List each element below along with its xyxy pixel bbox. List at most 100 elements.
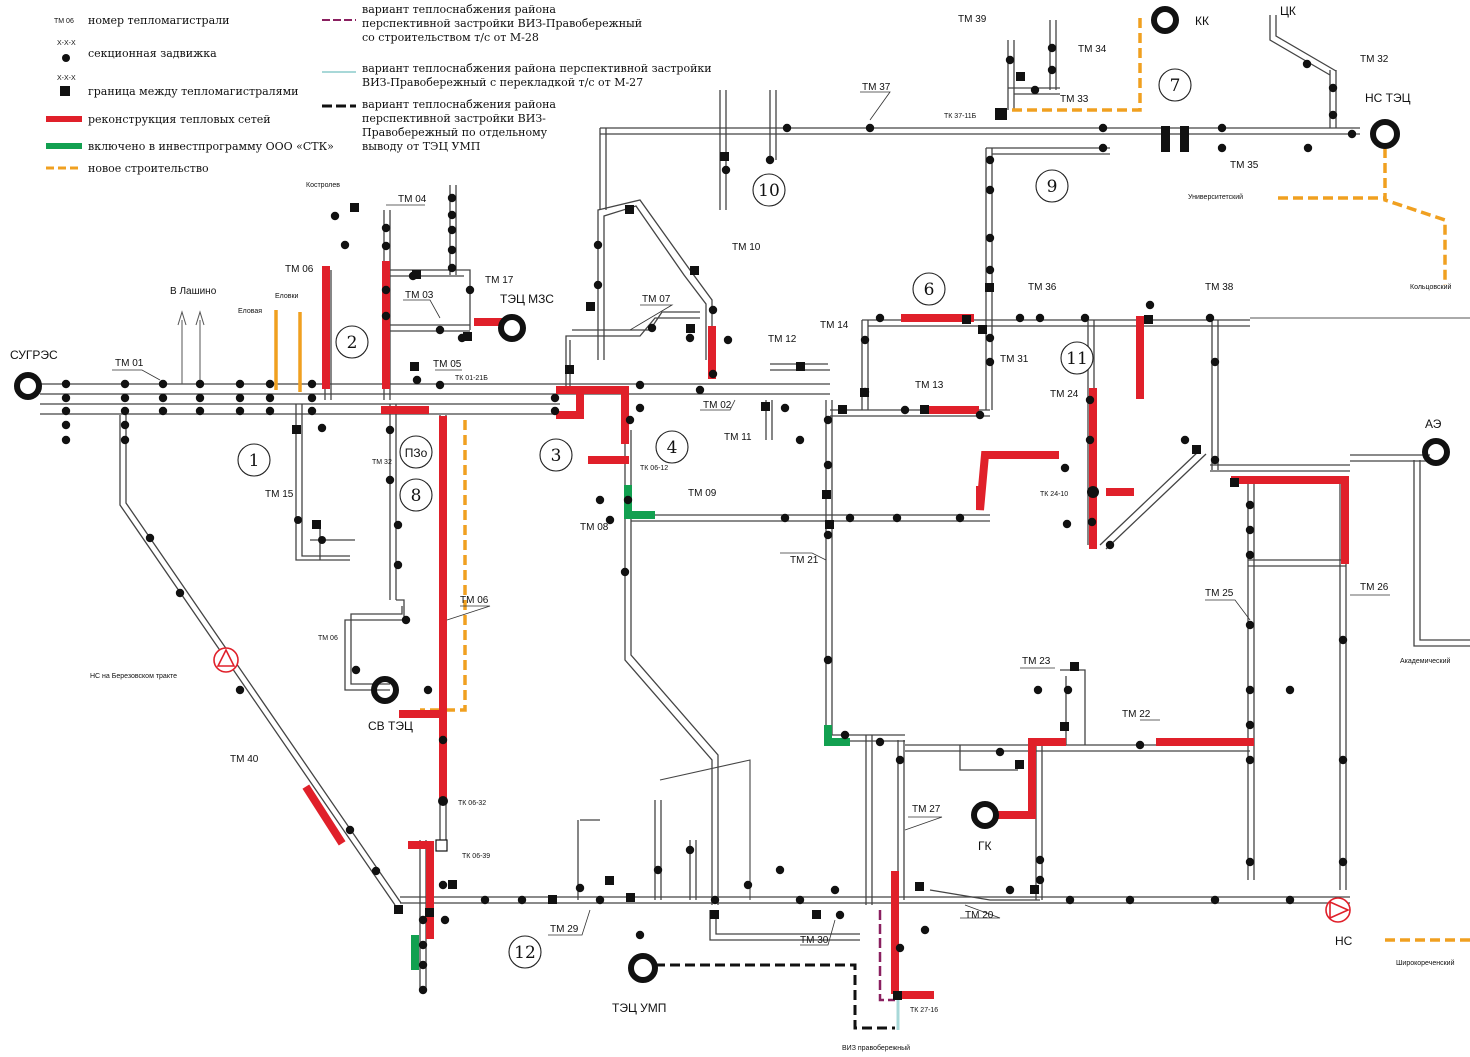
label-tm-02: ТМ 02 xyxy=(703,400,732,411)
label-eloviy: Еловая xyxy=(238,308,262,315)
zone-9: 9 xyxy=(1047,177,1058,197)
label-tm-20: ТМ 20 xyxy=(965,910,994,921)
label-tm-29: ТМ 29 xyxy=(550,924,579,935)
mainline-labels xyxy=(112,91,1390,946)
zone-3: 3 xyxy=(551,446,562,466)
label-tm-04: ТМ 04 xyxy=(398,194,427,205)
label-tm-13: ТМ 13 xyxy=(915,380,944,391)
legend-sample-mainline: ТМ 06 xyxy=(54,18,74,25)
label-koltsovsky: Кольцовский xyxy=(1410,283,1451,291)
zone-4: 4 xyxy=(667,438,678,458)
label-tm-39: ТМ 39 xyxy=(958,14,987,25)
label-tk-06-32: ТК 06-32 xyxy=(458,800,486,807)
label-tm-14: ТМ 14 xyxy=(820,320,849,331)
variant-lines xyxy=(655,910,900,1030)
legend-valve-icon xyxy=(62,54,70,62)
zone-1: 1 xyxy=(249,451,260,471)
source-kk xyxy=(1151,6,1179,34)
label-ns-berezovsky: НС на Березовском тракте xyxy=(90,673,177,680)
legend-variant-separate-l3: Правобережный по отдельному xyxy=(362,126,548,139)
legend-boundary-icon xyxy=(60,86,70,96)
label-tm-32: ТМ 32 xyxy=(372,459,392,466)
label-tm-27: ТМ 27 xyxy=(912,804,941,815)
source-sv-tec xyxy=(371,676,399,704)
label-akademichesky: Академический xyxy=(1400,657,1450,665)
label-tm-06-west: ТМ 06 xyxy=(318,635,338,642)
label-tm-06-north: ТМ 06 xyxy=(285,264,314,275)
source-gk xyxy=(971,801,999,829)
label-tec-mzs: ТЭЦ МЗС xyxy=(500,292,554,306)
label-sv-tec: СВ ТЭЦ xyxy=(368,719,413,733)
label-ns-tec: НС ТЭЦ xyxy=(1365,91,1411,105)
label-sugres: СУГРЭС xyxy=(10,348,58,362)
legend-variant-separate-l2: перспективной застройки ВИЗ- xyxy=(362,112,546,125)
zone-7: 7 xyxy=(1170,76,1181,96)
zone-labels: 1 2 3 4 6 7 8 9 10 11 12 ПЗо xyxy=(249,76,1181,963)
label-tk-24-10: ТК 24-10 xyxy=(1040,491,1068,498)
legend-variant-separate-l4: выводу от ТЭЦ УМП xyxy=(362,140,480,153)
label-ns-right: НС xyxy=(1335,934,1353,948)
label-tk-37-11b: ТК 37-11Б xyxy=(944,113,977,120)
zone-6: 6 xyxy=(924,280,935,300)
label-tm-31: ТМ 31 xyxy=(1000,354,1029,365)
reconstruction-lines xyxy=(302,261,1349,999)
zone-12: 12 xyxy=(514,943,536,963)
legend-investment: включено в инвестпрограмму ООО «СТК» xyxy=(88,140,334,153)
label-tm-34: ТМ 34 xyxy=(1078,44,1107,55)
label-tm-17: ТМ 17 xyxy=(485,275,514,286)
legend-mainline-number: номер тепломагистрали xyxy=(88,14,229,27)
label-tm-10: ТМ 10 xyxy=(732,242,761,253)
source-tec-ump xyxy=(628,953,658,983)
source-ns-tec xyxy=(1370,119,1400,149)
label-tm-23: ТМ 23 xyxy=(1022,656,1051,667)
label-tm-21: ТМ 21 xyxy=(790,555,819,566)
label-viz: ВИЗ правобережный xyxy=(842,1044,910,1052)
label-tm-08: ТМ 08 xyxy=(580,522,609,533)
legend-new-construction: новое строительство xyxy=(88,162,209,175)
label-tm-15: ТМ 15 xyxy=(265,489,294,500)
label-tm-35: ТМ 35 xyxy=(1230,160,1259,171)
legend-reconstruction: реконструкция тепловых сетей xyxy=(88,113,271,126)
label-tk-06-39: ТК 06-39 xyxy=(462,853,490,860)
label-tm-22: ТМ 22 xyxy=(1122,709,1151,720)
label-ae: АЭ xyxy=(1425,417,1442,431)
label-tm-03: ТМ 03 xyxy=(405,290,434,301)
label-kostrolev: Костролев xyxy=(306,182,340,189)
label-kk: КК xyxy=(1195,14,1209,28)
thin-lines xyxy=(177,310,1470,384)
legend-section-valve: секционная задвижка xyxy=(88,47,217,60)
zone-circles xyxy=(237,68,1192,969)
label-tm-38: ТМ 38 xyxy=(1205,282,1234,293)
zone-11: 11 xyxy=(1066,349,1088,369)
investment-lines xyxy=(411,485,850,970)
label-tm-40: ТМ 40 xyxy=(230,754,259,765)
pumping-stations xyxy=(213,647,1351,923)
zone-8: 8 xyxy=(411,486,422,506)
label-tec-ump: ТЭЦ УМП xyxy=(612,1001,666,1015)
label-tm-09: ТМ 09 xyxy=(688,488,717,499)
legend-sample-boundary: Х-Х-Х xyxy=(57,75,76,82)
source-labels: СУГРЭС ТЭЦ МЗС КК НС ТЭЦ АЭ СВ ТЭЦ ГК ТЭ… xyxy=(10,4,1442,1015)
label-eloviky: Еловки xyxy=(275,293,299,300)
source-sugres xyxy=(14,372,42,400)
label-universitetsky: Университетский xyxy=(1188,193,1243,201)
label-tk-06-12: ТК 06-12 xyxy=(640,465,668,472)
label-tm-01: ТМ 01 xyxy=(115,358,144,369)
label-tm-07: ТМ 07 xyxy=(642,294,671,305)
label-tm-24: ТМ 24 xyxy=(1050,389,1079,400)
legend-mainline-boundary: граница между тепломагистралями xyxy=(88,85,299,98)
label-tm-05: ТМ 05 xyxy=(433,359,462,370)
label-tm-33: ТМ 33 xyxy=(1060,94,1089,105)
label-tm-11: ТМ 11 xyxy=(724,432,752,443)
legend-variant-m28-l3: со строительством т/с от М-28 xyxy=(362,31,539,44)
legend-variant-m28-l2: перспективной застройки ВИЗ-Правобережны… xyxy=(362,17,642,30)
place-labels: В Лашино Костролев Еловая Еловки Универс… xyxy=(170,182,1455,1052)
mainline-label-text: ТМ 01 ТМ 02 ТМ 03 ТМ 04 ТМ 05 ТМ 06 ТМ 0… xyxy=(115,14,1389,946)
legend-sample-valve: Х-Х-Х xyxy=(57,40,76,47)
label-tm-06: ТМ 06 xyxy=(460,595,489,606)
source-ae xyxy=(1422,438,1450,466)
label-tm-32-ne: ТМ 32 xyxy=(1360,54,1389,65)
label-tm-30: ТМ 30 xyxy=(800,935,829,946)
label-vlashino: В Лашино xyxy=(170,286,217,297)
